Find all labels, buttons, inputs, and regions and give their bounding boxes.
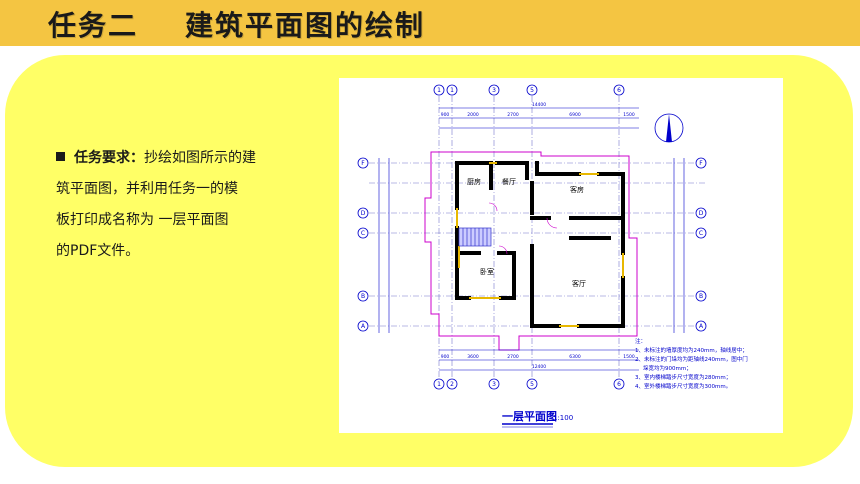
bottom-axis-label-3: 3 (492, 381, 496, 388)
stairs (458, 227, 492, 247)
bottom-axis-label-4: 5 (530, 381, 534, 388)
room-kitchen: 厨房 (467, 177, 481, 186)
bottom-dim-4: 6300 (569, 354, 581, 360)
top-dim-2: 2000 (467, 112, 479, 118)
bottom-dim-1: 900 (441, 354, 450, 360)
row-label-c-right: C (699, 230, 703, 237)
bottom-dim-3: 2700 (507, 354, 519, 360)
drawing-title-text: 一层平面图 (502, 410, 557, 423)
bottom-axis-label-1: 1 (437, 381, 441, 388)
square-bullet-icon (56, 151, 65, 161)
axis-label-2: 1 (450, 87, 454, 94)
notes-title: 注： (635, 337, 646, 345)
row-label-b: B (361, 293, 365, 300)
bottom-dim-5: 1500 (623, 354, 635, 360)
room-labels: 厨房 餐厅 客房 卧室 客厅 (467, 177, 586, 288)
side-dimension-lines (378, 158, 685, 333)
top-dim-5: 1500 (623, 112, 635, 118)
room-living: 客厅 (572, 279, 586, 288)
drawing-title: 一层平面图 1:100 (502, 410, 573, 428)
top-dimension-text: 14400 900 2000 2700 6900 1500 (441, 102, 635, 118)
slide-title: 任务二 建筑平面图的绘制 (48, 9, 425, 42)
row-label-d: D (361, 210, 366, 217)
top-dim-3: 2700 (507, 112, 519, 118)
drawing-scale: 1:100 (553, 414, 573, 422)
task-text-1: 抄绘如图所示的建 (144, 150, 256, 166)
room-guest: 客房 (570, 185, 584, 194)
axis-lines (369, 96, 707, 383)
axis-label-3: 3 (492, 87, 496, 94)
floor-plan-drawing: 1 1 3 5 6 14400 900 2000 2700 6900 1500 (339, 78, 783, 433)
note-3: 3、室内楼梯踏步尺寸宽度为280mm； (635, 373, 731, 381)
top-dim-1: 900 (441, 112, 450, 118)
bottom-axis-bubbles (433, 378, 625, 390)
bottom-axis-label-5: 6 (617, 381, 621, 388)
row-label-a: A (361, 323, 366, 330)
task-line-4: 的PDF文件。 (56, 243, 140, 259)
north-arrow-icon (654, 113, 684, 143)
note-2-cont: 垛宽均为900mm； (643, 364, 692, 372)
door-swings (488, 202, 558, 255)
top-dimension-lines (439, 107, 639, 129)
row-label-b-right: B (699, 293, 703, 300)
row-label-f: F (361, 160, 365, 167)
room-bedroom: 卧室 (480, 267, 494, 276)
bottom-dimension-text: 900 3600 2700 6300 1500 12400 (441, 354, 635, 370)
note-1: 1、未标注的墙厚度均为240mm，轴线居中； (635, 346, 748, 354)
axis-label-5: 6 (617, 87, 621, 94)
top-total-dim: 14400 (532, 102, 546, 108)
row-label-f-right: F (699, 160, 703, 167)
task-line-3: 板打印成名称为 一层平面图 (56, 212, 229, 228)
top-axis-bubbles (433, 84, 625, 96)
row-label-d-right: D (699, 210, 704, 217)
bottom-axis-labels: 1 2 3 5 6 (437, 381, 621, 388)
bottom-total-dim: 12400 (532, 364, 546, 370)
drawing-notes: 注： 1、未标注的墙厚度均为240mm，轴线居中； 2、未标注的门垛均为距轴线2… (635, 337, 748, 390)
note-2: 2、未标注的门垛均为距轴线240mm，图中门 (635, 355, 748, 363)
top-dim-4: 6900 (569, 112, 581, 118)
walls (455, 161, 625, 328)
left-axis-bubbles (357, 157, 707, 332)
room-dining: 餐厅 (502, 177, 516, 186)
floor-plan-svg: 1 1 3 5 6 14400 900 2000 2700 6900 1500 (357, 84, 748, 428)
row-axis-labels: F D C B A F D C B A (361, 160, 704, 330)
row-label-a-right: A (699, 323, 704, 330)
top-axis-labels: 1 1 3 5 6 (437, 87, 621, 94)
task-requirements: 任务要求：抄绘如图所示的建 筑平面图，并利用任务一的模 板打印成名称为 一层平面… (56, 143, 306, 267)
bottom-dim-2: 3600 (467, 354, 479, 360)
axis-label-1: 1 (437, 87, 441, 94)
title-bar: 任务二 建筑平面图的绘制 (0, 0, 860, 46)
bottom-axis-label-2: 2 (450, 381, 454, 388)
bottom-dimension-lines (439, 349, 639, 371)
axis-label-4: 5 (530, 87, 534, 94)
row-label-c: C (361, 230, 365, 237)
task-line-2: 筑平面图，并利用任务一的模 (56, 181, 238, 197)
task-label: 任务要求： (74, 150, 144, 166)
windows (456, 162, 624, 327)
note-4: 4、室外楼梯踏步尺寸宽度为300mm。 (635, 382, 731, 390)
task-line-1: 任务要求：抄绘如图所示的建 (56, 143, 306, 174)
